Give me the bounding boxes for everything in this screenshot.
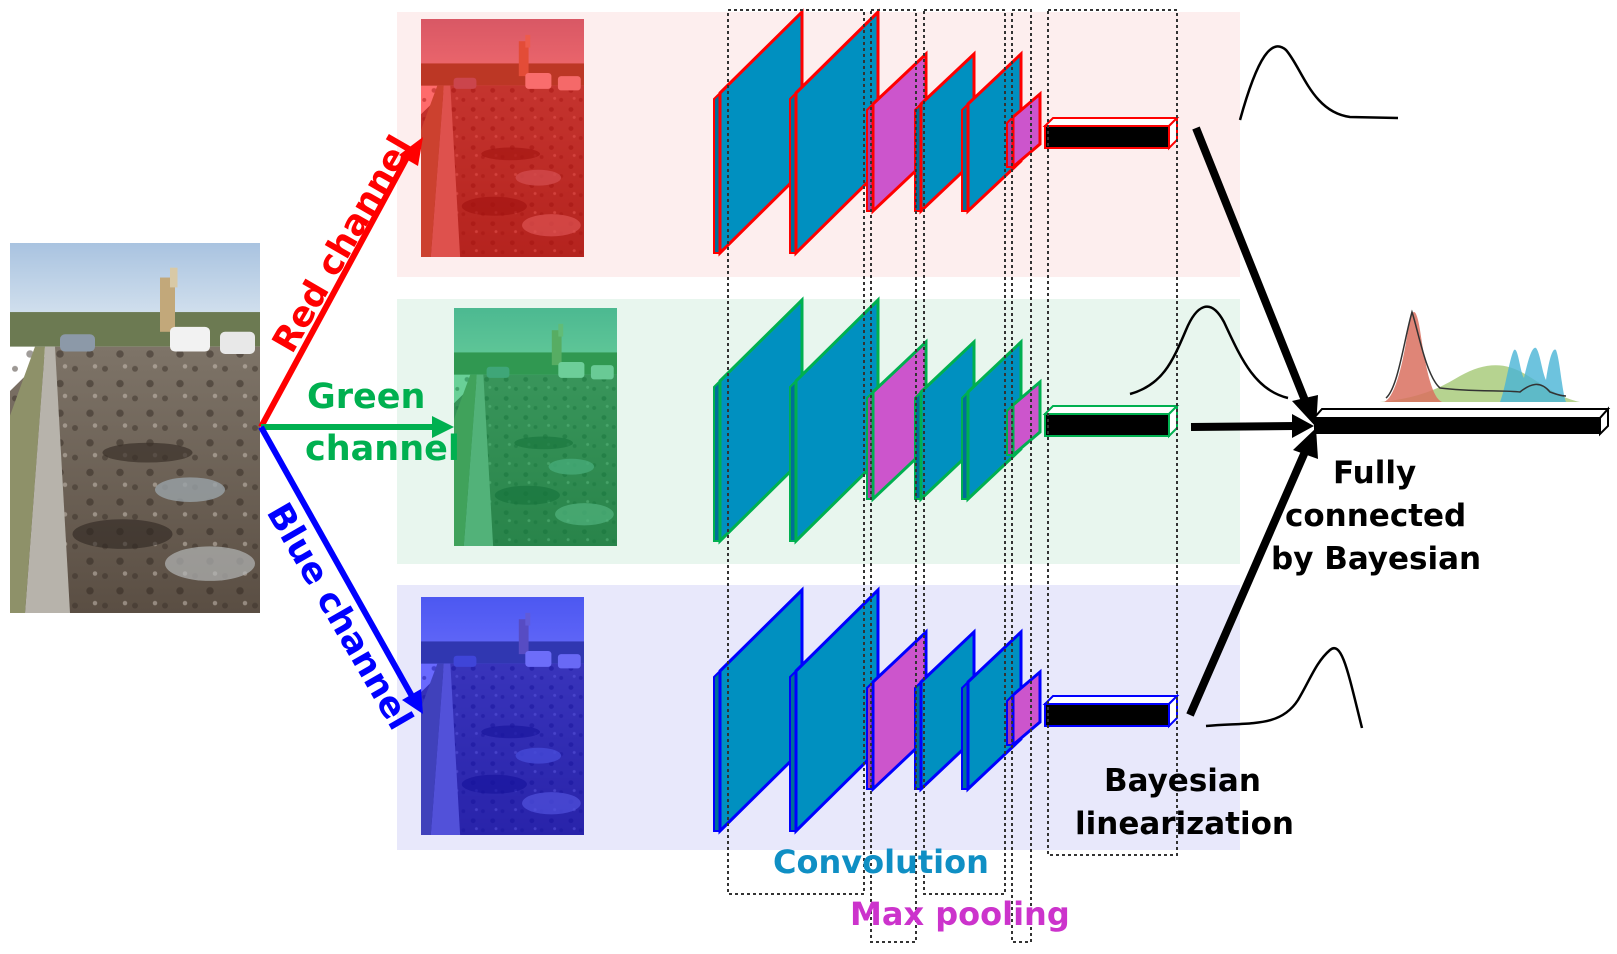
red-channel-photo bbox=[421, 19, 584, 257]
fully-connected-bar bbox=[1311, 406, 1611, 437]
green-bayesian-feature-bar bbox=[1042, 403, 1180, 439]
fully-connected-label-line2: connected bbox=[1285, 498, 1466, 534]
convolution-group-2-outline bbox=[923, 9, 1006, 895]
red-bayesian-feature-bar bbox=[1042, 115, 1180, 151]
bayesian-linearization-label-line2: linearization bbox=[1075, 806, 1294, 842]
blue-output-distribution bbox=[1205, 647, 1364, 729]
distribution-curves bbox=[1129, 45, 1399, 729]
fully-connected-label-line1: Fully bbox=[1333, 455, 1416, 491]
max-pooling-label: Max pooling bbox=[850, 895, 1070, 933]
max-pooling-group-2-outline bbox=[1011, 9, 1032, 943]
green-channel-arrow bbox=[261, 416, 454, 438]
blue-bayesian-feature-bar bbox=[1042, 693, 1180, 729]
blue-channel-photo bbox=[421, 597, 584, 835]
fc-mixture-distributions bbox=[1380, 309, 1580, 402]
green-output-distribution bbox=[1129, 305, 1289, 400]
convolution-group-1-outline bbox=[727, 9, 865, 895]
mixture-envelope-line bbox=[1385, 309, 1567, 399]
bayesian-linearization-label-line1: Bayesian bbox=[1104, 763, 1261, 799]
fully-connected-label-line3: by Bayesian bbox=[1271, 541, 1481, 577]
layer-group-outlines bbox=[727, 9, 1178, 943]
green-channel-photo bbox=[454, 308, 617, 546]
blue-mixture-distribution bbox=[1500, 347, 1566, 402]
blue-channel-arrow bbox=[258, 425, 423, 714]
red-channel-arrow bbox=[258, 137, 423, 429]
bayesian-linearization-outline bbox=[1047, 9, 1178, 856]
blue-channel-label: Blue channel bbox=[258, 497, 420, 737]
road-photo-icon bbox=[10, 243, 260, 613]
fc-arrows bbox=[1186, 126, 1318, 717]
red-mixture-distribution bbox=[1384, 312, 1442, 402]
green-channel-label-line1: Green bbox=[307, 377, 425, 417]
max-pooling-group-1-outline bbox=[870, 9, 917, 943]
green-channel-label-line2: channel bbox=[305, 429, 460, 469]
convolution-label: Convolution bbox=[773, 843, 989, 881]
input-road-photo bbox=[10, 243, 260, 613]
red-output-distribution bbox=[1238, 45, 1399, 121]
cnn-layer-stacks bbox=[713, 8, 1180, 835]
